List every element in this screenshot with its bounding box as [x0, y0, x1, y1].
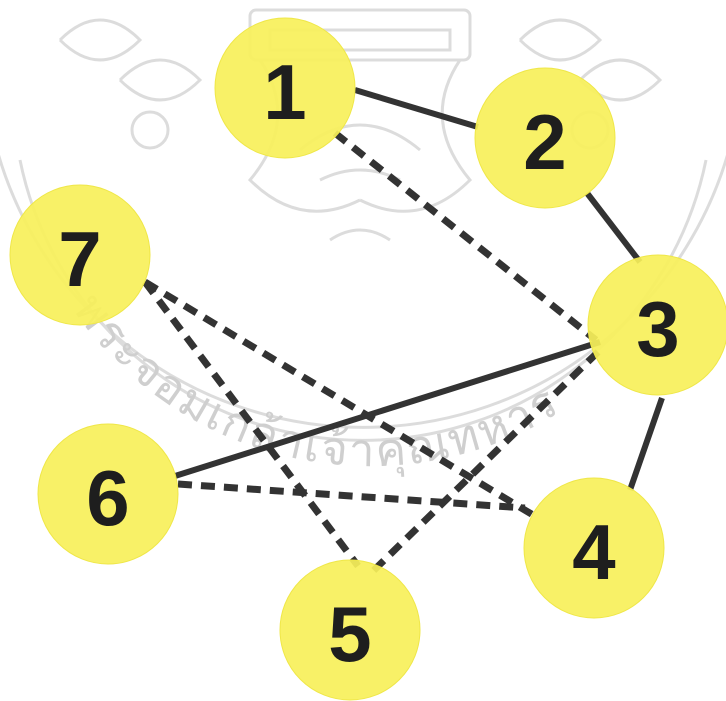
edge-3-4-solid [627, 397, 665, 491]
node-circle [37, 423, 179, 565]
node-circle [9, 184, 151, 326]
node-circle [279, 559, 421, 701]
node-circle [523, 477, 665, 619]
edge-3-5-dashed [367, 349, 601, 577]
node-label: 7 [58, 215, 101, 303]
node-label: 3 [636, 285, 679, 373]
edges-layer [142, 87, 665, 577]
edge-1-2-solid [354, 87, 479, 130]
node-7: 7 [9, 184, 151, 326]
node-circle [214, 17, 356, 159]
node-5: 5 [279, 559, 421, 701]
edge-7-4-dashed [143, 278, 535, 519]
node-1: 1 [214, 17, 356, 159]
node-label: 5 [328, 590, 371, 678]
edge-2-3-solid [584, 191, 643, 264]
node-label: 4 [572, 508, 615, 596]
node-4: 4 [523, 477, 665, 619]
edge-3-6-solid [174, 339, 601, 479]
node-3: 3 [587, 254, 726, 396]
node-2: 2 [474, 67, 616, 209]
node-label: 2 [523, 98, 566, 186]
node-circle [587, 254, 726, 396]
nodes-layer: 1 2 3 4 5 6 7 [9, 17, 726, 701]
node-label: 1 [263, 48, 306, 136]
node-circle [474, 67, 616, 209]
edge-6-4-dashed [177, 480, 526, 512]
edge-7-5-dashed [142, 279, 361, 569]
node-label: 6 [86, 454, 129, 542]
edge-1-3-dashed [332, 130, 599, 343]
node-6: 6 [37, 423, 179, 565]
